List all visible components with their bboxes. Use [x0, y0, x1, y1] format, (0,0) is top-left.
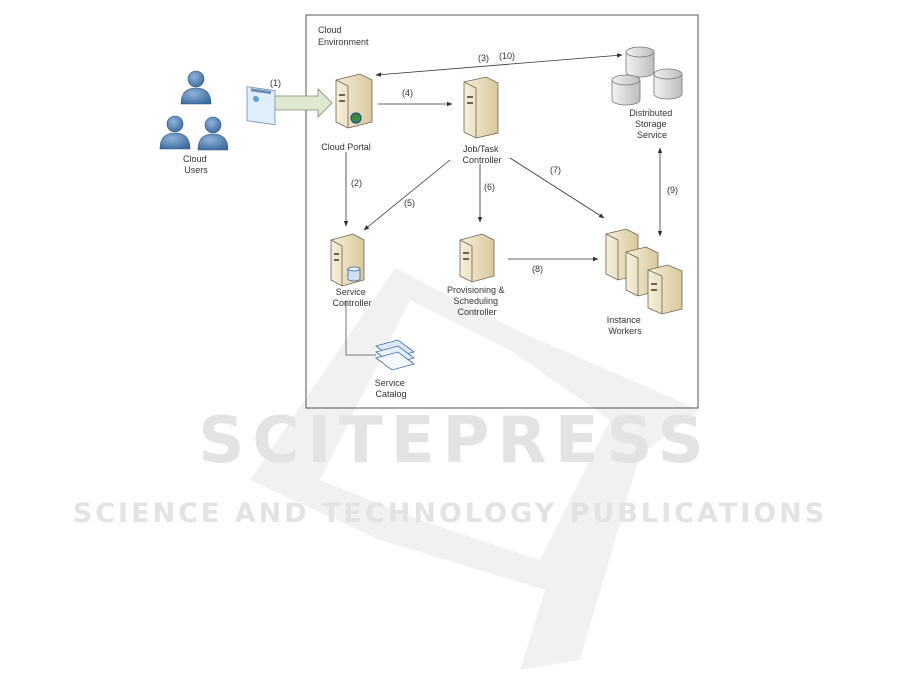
edge-label-7: (7) — [550, 165, 561, 175]
edge-1-arrow — [272, 89, 332, 117]
service-controller-server-icon — [331, 234, 364, 286]
distributed-storage-icon — [612, 47, 682, 105]
edge-label-9: (9) — [667, 185, 678, 195]
watermark: SCITEPRESS SCIENCE AND TECHNOLOGY PUBLIC… — [73, 268, 827, 670]
job-task-controller-label: Job/Task Controller — [462, 144, 501, 165]
edge-label-2: (2) — [351, 178, 362, 188]
service-catalog-label: Service Catalog — [375, 378, 408, 399]
edge-label-3: (3) — [478, 53, 489, 63]
cloud-users-label: Cloud Users — [183, 154, 209, 175]
cloud-portal-server-icon — [336, 74, 372, 128]
edge-label-8: (8) — [532, 264, 543, 274]
instance-workers-label: Instance Workers — [607, 315, 644, 336]
provisioning-controller-server-icon — [460, 234, 494, 282]
edge-5 — [364, 160, 450, 230]
cloud-portal-label: Cloud Portal — [321, 142, 371, 152]
watermark-tagline: SCIENCE AND TECHNOLOGY PUBLICATIONS — [73, 498, 827, 529]
service-catalog-documents-icon — [376, 340, 414, 370]
service-controller-label: Service Controller — [332, 287, 371, 308]
distributed-storage-label: Distributed Storage Service — [629, 108, 675, 140]
edge-label-6: (6) — [484, 182, 495, 192]
cloud-users-icon — [160, 71, 228, 150]
edge-label-5: (5) — [404, 198, 415, 208]
edge-label-4: (4) — [402, 88, 413, 98]
instance-workers-server-icon — [606, 229, 682, 314]
edge-label-10: (10) — [499, 51, 515, 61]
environment-title: Cloud Environment — [318, 25, 369, 47]
edge-label-1: (1) — [270, 78, 281, 88]
watermark-brand: SCITEPRESS — [198, 404, 711, 478]
job-task-controller-server-icon — [464, 77, 498, 138]
web-request-icon — [247, 87, 275, 125]
